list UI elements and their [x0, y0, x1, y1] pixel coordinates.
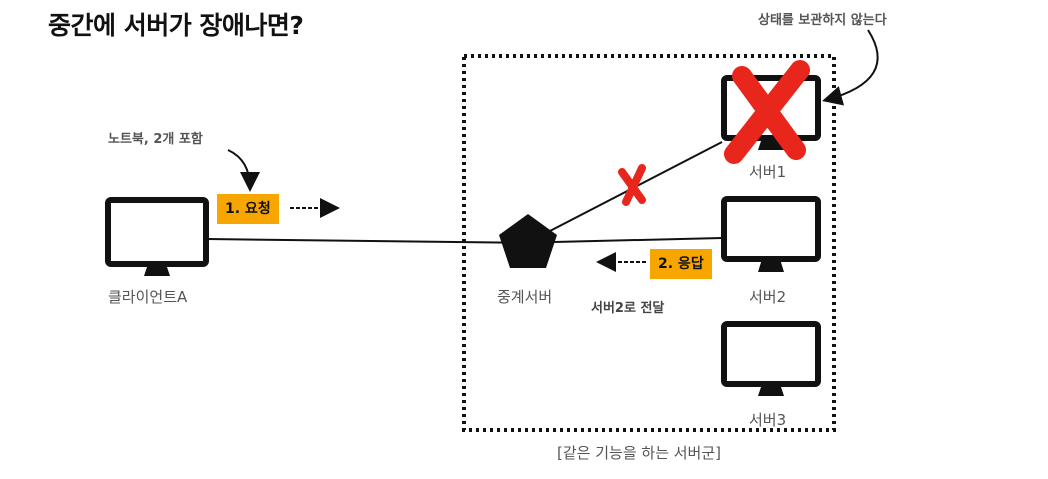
relay-server-icon [499, 214, 557, 268]
server3-label: 서버3 [749, 411, 787, 429]
note-curve-arrow [227, 149, 260, 192]
relay-server2-line [553, 237, 723, 243]
client-monitor-icon [105, 197, 209, 276]
server-group-label: [같은 기능을 하는 서버군] [557, 444, 722, 462]
server1-label: 서버1 [749, 163, 787, 181]
server3-monitor-icon [721, 321, 821, 396]
server1-failure-x-icon [724, 60, 810, 164]
client-label: 클라이언트A [108, 288, 188, 306]
response-note: 서버2로 전달 [591, 301, 665, 316]
page-title: 중간에 서버가 장애나면? [48, 11, 304, 40]
stateless-note: 상태를 보관하지 않는다 [758, 13, 887, 28]
request-badge: 1. 요청 [217, 194, 279, 224]
server2-monitor-icon [721, 196, 821, 272]
stateless-curve-arrow [822, 29, 879, 106]
response-badge: 2. 응답 [650, 249, 712, 279]
broken-link-x-icon [618, 164, 646, 206]
client-relay-line [206, 238, 541, 244]
client-note: 노트북, 2개 포함 [108, 132, 203, 147]
server-group-border [462, 54, 836, 432]
server2-label: 서버2 [749, 288, 787, 306]
relay-label: 중계서버 [497, 288, 553, 306]
